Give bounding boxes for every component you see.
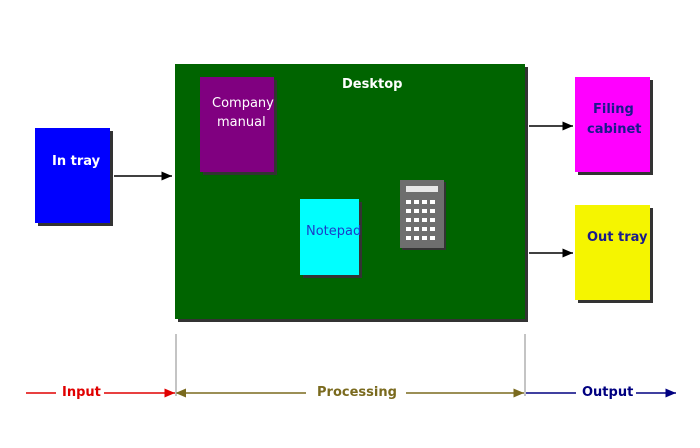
- calculator-display: [406, 186, 438, 192]
- stage-processing-label: Processing: [317, 385, 397, 400]
- notepad-box: [300, 199, 359, 275]
- calculator-icon: [400, 180, 444, 248]
- notepad-label: Notepad: [306, 224, 362, 239]
- calculator-keys: [406, 200, 435, 240]
- stage-input-label: Input: [62, 385, 101, 400]
- in-tray-box: [35, 128, 110, 223]
- company-manual-box: [200, 77, 274, 172]
- stage-output-label: Output: [582, 385, 634, 400]
- out-tray-box: [575, 205, 650, 300]
- company-manual-label-line2: manual: [217, 115, 266, 130]
- filing-cabinet-label-line2: cabinet: [587, 122, 642, 137]
- company-manual-label-line1: Company: [212, 96, 274, 111]
- desktop-label: Desktop: [342, 77, 403, 92]
- filing-cabinet-box: [575, 77, 650, 172]
- out-tray-label: Out tray: [587, 230, 648, 245]
- in-tray-label: In tray: [52, 154, 101, 169]
- filing-cabinet-label-line1: Filing: [593, 102, 634, 117]
